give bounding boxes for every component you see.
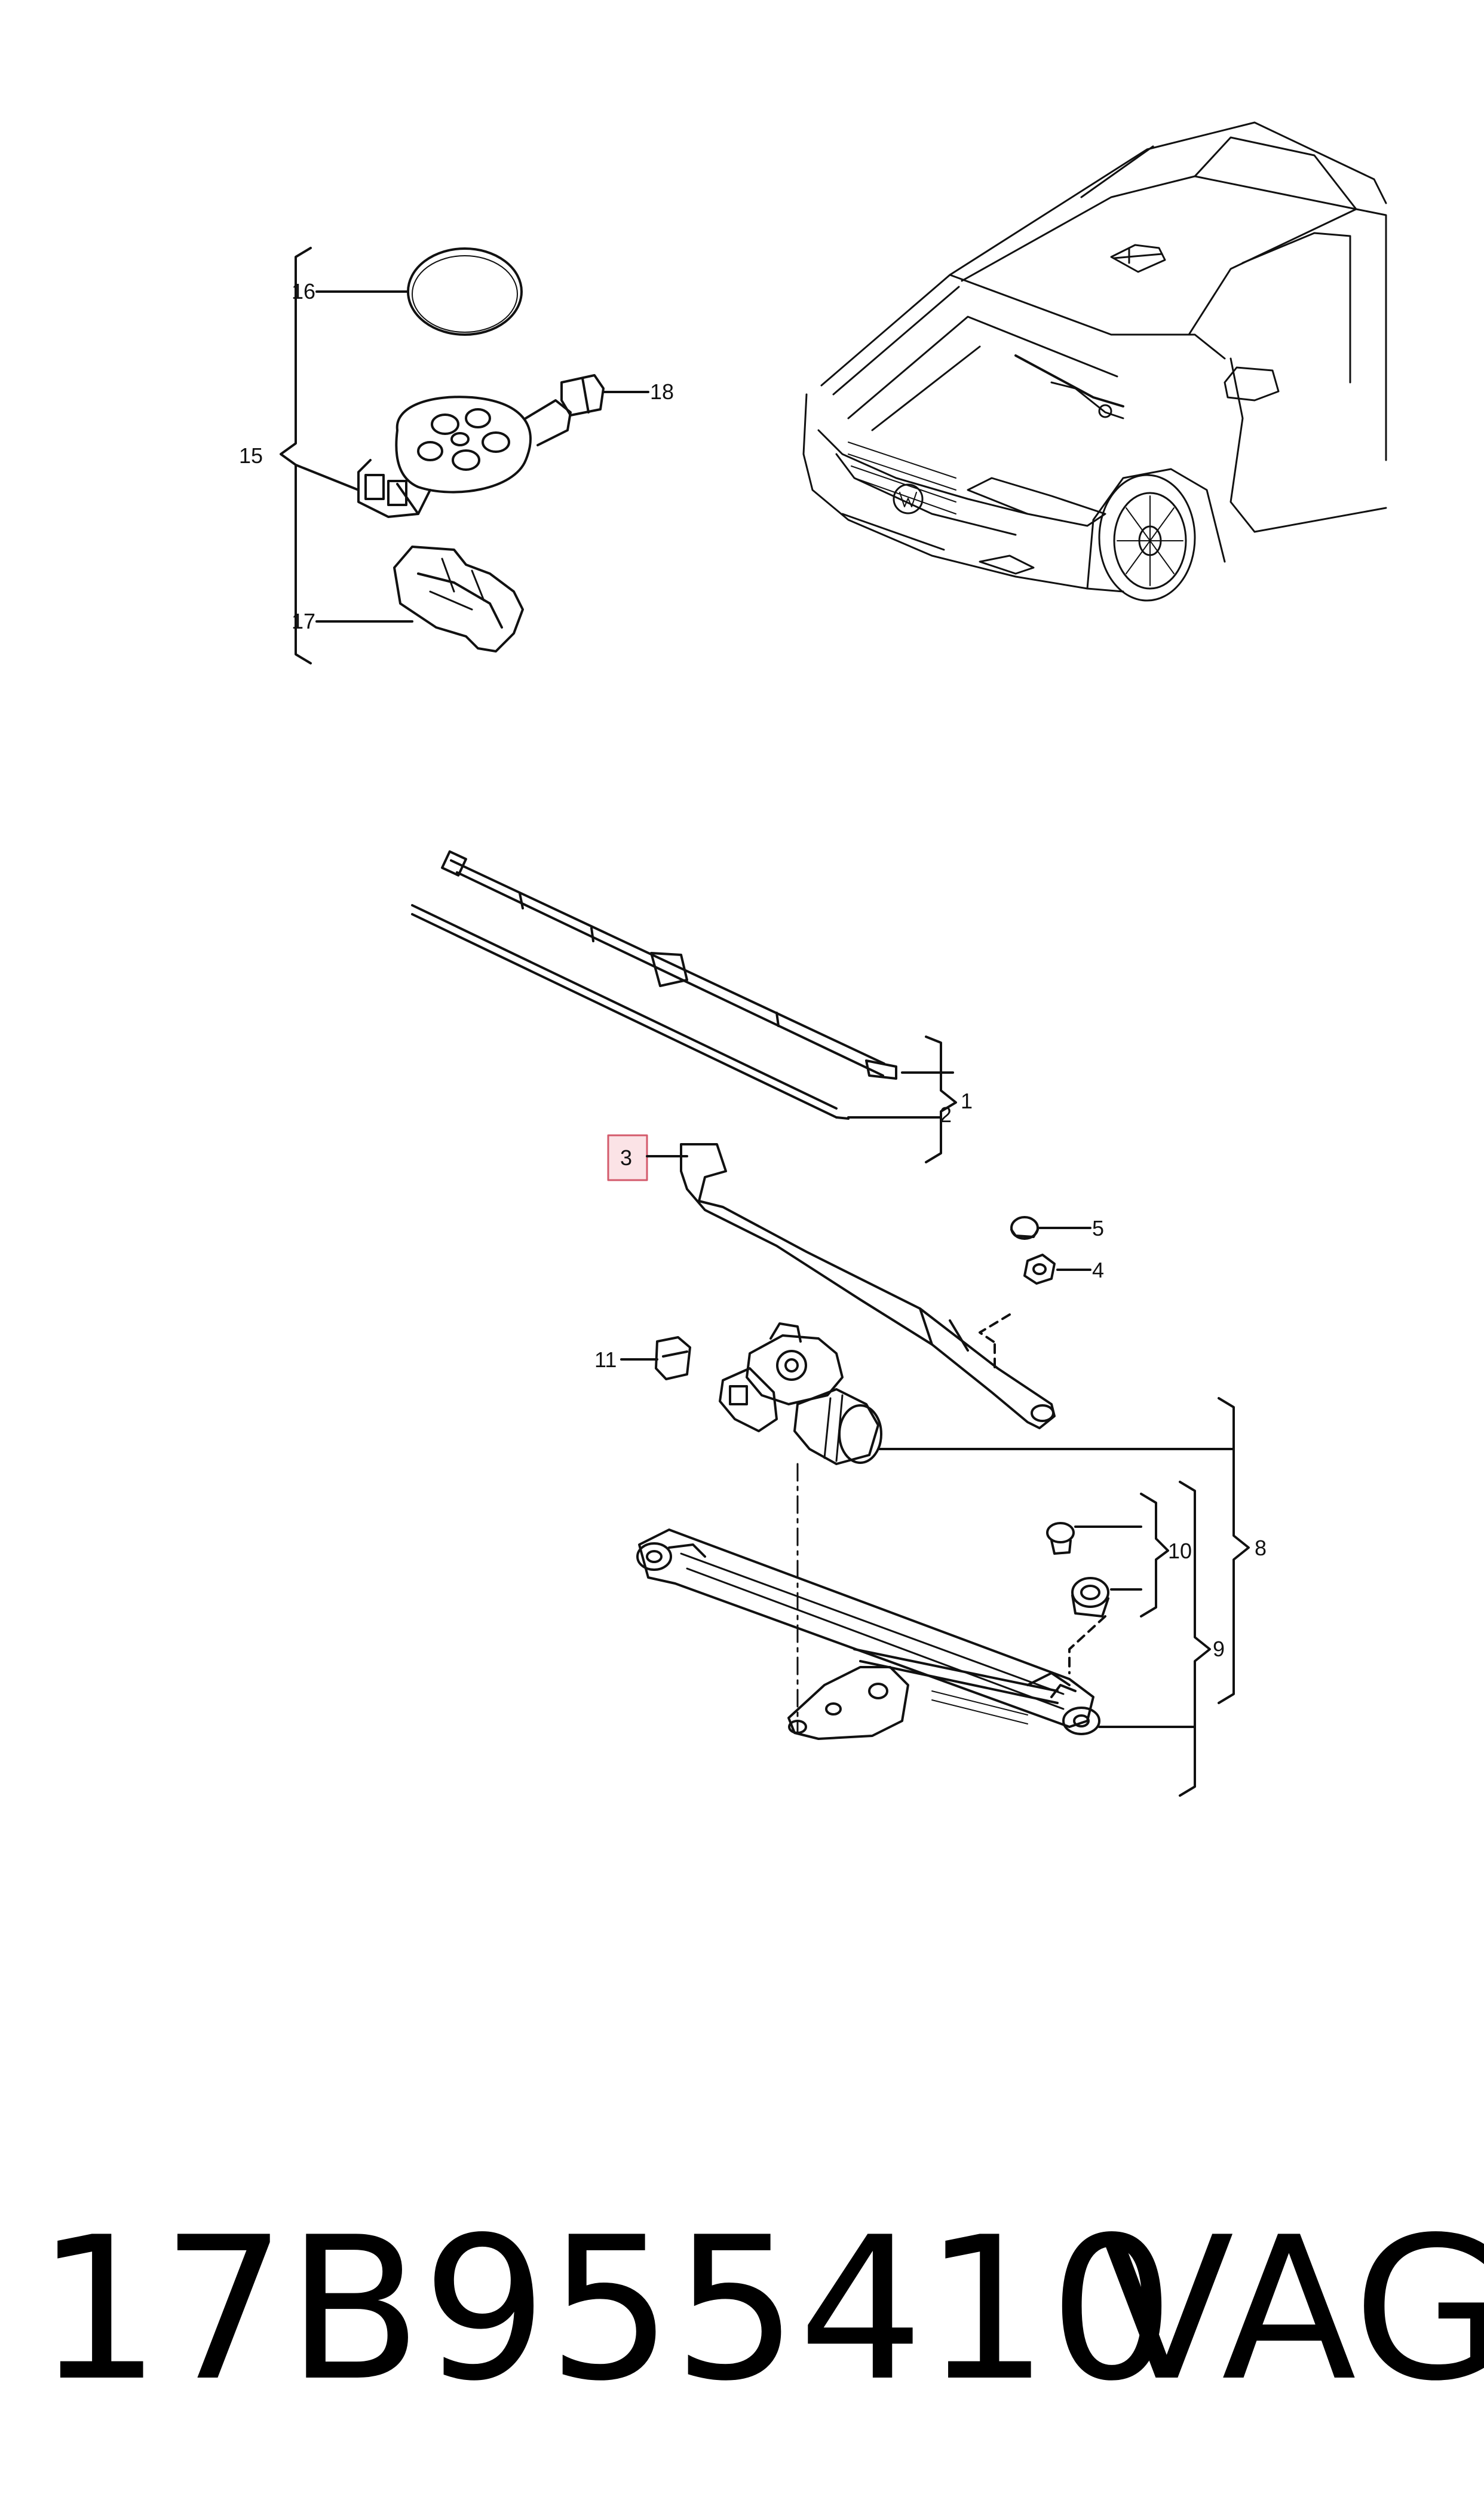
- callout-11: 11: [594, 1347, 617, 1372]
- car-front-illustration: [802, 121, 1387, 602]
- wiper-motor: [719, 1322, 882, 1465]
- callout-15: 15: [239, 443, 263, 468]
- rain-sensor-body: [357, 396, 572, 518]
- callout-3: 3: [620, 1145, 632, 1170]
- bracket-15: [280, 247, 312, 664]
- highlight-box-3: [607, 1134, 648, 1181]
- sensor-gel-pad: [407, 247, 523, 336]
- callout-16: 16: [292, 279, 315, 304]
- connector-18: [560, 374, 605, 416]
- bracket-1: [925, 1036, 957, 1163]
- callout-10: 10: [1168, 1539, 1192, 1563]
- sensor-holder: [393, 546, 524, 653]
- wiper-blade-assembly: [411, 850, 897, 1120]
- callout-9: 9: [1213, 1637, 1225, 1661]
- mount-10: [1071, 1577, 1109, 1618]
- bracket-10: [1140, 1493, 1169, 1618]
- cap-5: [1010, 1216, 1039, 1240]
- callout-18: 18: [650, 379, 674, 404]
- rain-sensor-group: [280, 247, 649, 664]
- wiper-linkage-frame: [636, 1528, 1100, 1740]
- part-number: 17B955410: [36, 2195, 1175, 2424]
- wiper-arm: [680, 1143, 1056, 1429]
- brand-label: VAG: [1099, 2195, 1484, 2424]
- nut-4: [1023, 1254, 1056, 1285]
- grommet-10: [1046, 1522, 1075, 1555]
- callout-5: 5: [1092, 1216, 1104, 1240]
- callout-4: 4: [1092, 1258, 1104, 1282]
- bracket-8: [1218, 1397, 1250, 1704]
- bracket-9: [1179, 1481, 1211, 1797]
- callout-1: 1: [961, 1089, 973, 1113]
- sensor-location-marker: [1110, 244, 1166, 273]
- callout-17: 17: [292, 609, 315, 633]
- connector-11: [655, 1336, 691, 1380]
- callout-8: 8: [1255, 1536, 1267, 1560]
- callout-2: 2: [940, 1102, 952, 1127]
